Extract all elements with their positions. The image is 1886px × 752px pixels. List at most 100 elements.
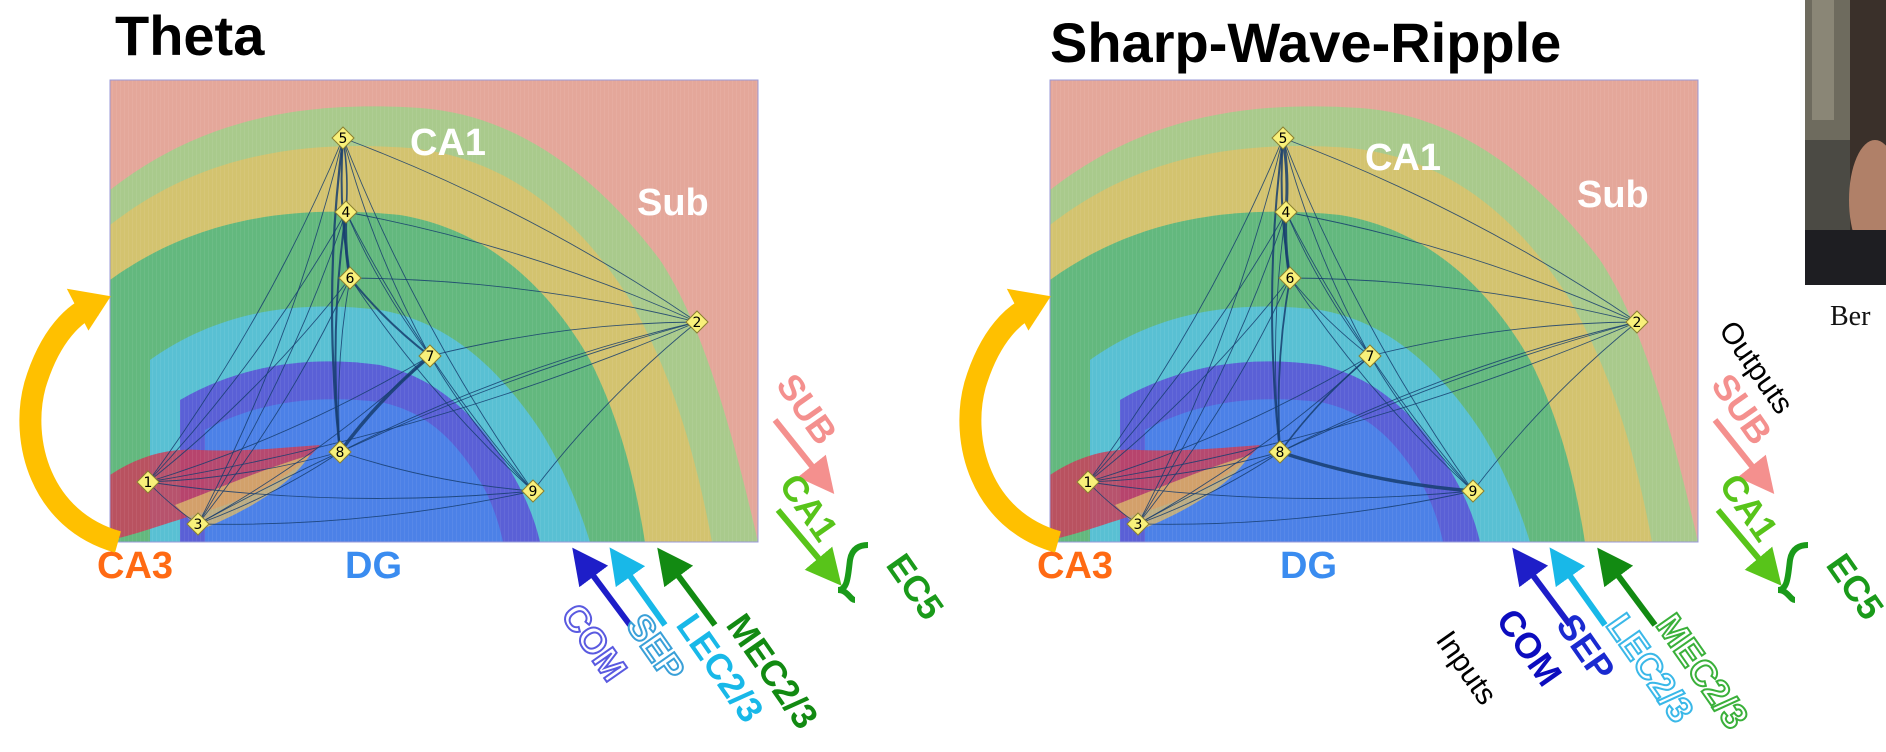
network-node [328,440,352,464]
panel-title: Theta [115,4,265,67]
network-node [1271,126,1295,150]
network-edge [1279,450,1474,493]
network-edge [1472,321,1638,492]
network-edge [1087,321,1638,483]
network-edge [1137,277,1291,525]
hippocampus-map [1049,79,1699,543]
output-label-ca1: CA1 [1711,466,1786,549]
input-label-com: COM [553,596,635,688]
network-edge [349,277,534,492]
network-edge [1271,137,1284,453]
network-edge [197,277,351,525]
network-edge [338,277,351,453]
network-edge [339,321,698,453]
region-label-ca1: CA1 [1365,137,1441,179]
network-edge [342,137,431,357]
network-edge [197,451,341,525]
network-edge [1137,211,1287,525]
network-node-label: 3 [194,517,203,533]
network-edge [197,211,347,525]
network-edge [1279,355,1371,453]
arrow-sep [609,547,668,627]
network-edge [1087,481,1474,499]
network-node-label: 6 [1286,271,1295,287]
network-edge [1369,321,1638,357]
network-node [331,126,355,150]
network-edge [197,490,534,525]
network-node [1126,512,1150,536]
network-node [1278,266,1302,290]
network-node-label: 9 [1469,484,1478,500]
input-arrows: Inputs COM SEP LEC2/3 MEC2/3 [1429,547,1758,737]
network-edge [1282,137,1638,323]
network-node-label: 7 [426,349,435,365]
arrow-ca1 [775,508,842,586]
network-edge [147,211,347,483]
output-arrows: SUB CA1 EC5 [768,366,952,627]
output-label-ca1: CA1 [771,466,846,549]
network-edge [1289,277,1474,492]
network-edge [338,354,432,454]
region-label-ca1: CA1 [410,122,486,164]
network-node-label: 5 [1279,131,1288,147]
network-node [334,200,358,224]
region-label-ca3: CA3 [1037,545,1113,587]
network-node [1274,200,1298,224]
network-edge [1282,137,1371,357]
network-node-label: 8 [336,445,345,461]
network-node-label: 4 [342,205,351,221]
ca3-recurrent-arrow [19,288,122,553]
network-edge [1369,355,1474,492]
network-edge [342,137,534,492]
arrow-sep [1549,547,1608,627]
network-edge [429,321,698,357]
network-edge [197,321,698,525]
network-edge [147,277,351,483]
arrow-sub [772,418,835,495]
network-edge [342,137,698,323]
input-arrows: COM SEP LEC2/3 MEC2/3 [552,547,827,736]
region-label-sub: Sub [637,182,709,224]
network-node-label: 1 [144,475,153,491]
network-node-label: 7 [1366,349,1375,365]
network-node-label: 4 [1282,205,1291,221]
network-node-label: 9 [529,484,538,500]
network-edge [345,211,698,323]
network-edge [532,321,698,492]
ec5-brace [1777,542,1809,603]
arrow-com [572,547,633,627]
network-node [1461,479,1485,503]
network-node-label: 5 [339,131,348,147]
region-label-dg: DG [345,545,402,587]
network-node [1358,344,1382,368]
network-node-label: 1 [1084,475,1093,491]
network-edge [1137,137,1284,525]
network-edge [1277,277,1291,453]
network-edge [147,481,534,499]
region-label-dg: DG [1280,545,1337,587]
network-edge [1279,321,1638,453]
network-edge [1087,355,1371,483]
network-edge [1087,137,1284,483]
network-node [338,266,362,290]
network-edge [1137,321,1638,525]
region-label-sub: Sub [1577,174,1649,216]
network-edge [1137,451,1281,525]
network-edge [349,277,431,357]
network-edge [147,355,431,483]
network-node-label: 2 [1633,315,1642,331]
network-edge [147,451,341,483]
network-edge [1137,490,1474,525]
arrow-mec [1597,547,1658,627]
network-node [521,479,545,503]
output-label-ec5: EC5 [878,546,952,627]
output-arrows: Outputs SUB CA1 EC5 [1703,315,1886,627]
network-node-label: 3 [1134,517,1143,533]
network-edge [1087,211,1287,483]
arrow-sub [1712,418,1775,495]
network-edge [349,277,698,323]
network-edge [1087,277,1291,483]
network-edge [1289,277,1371,357]
